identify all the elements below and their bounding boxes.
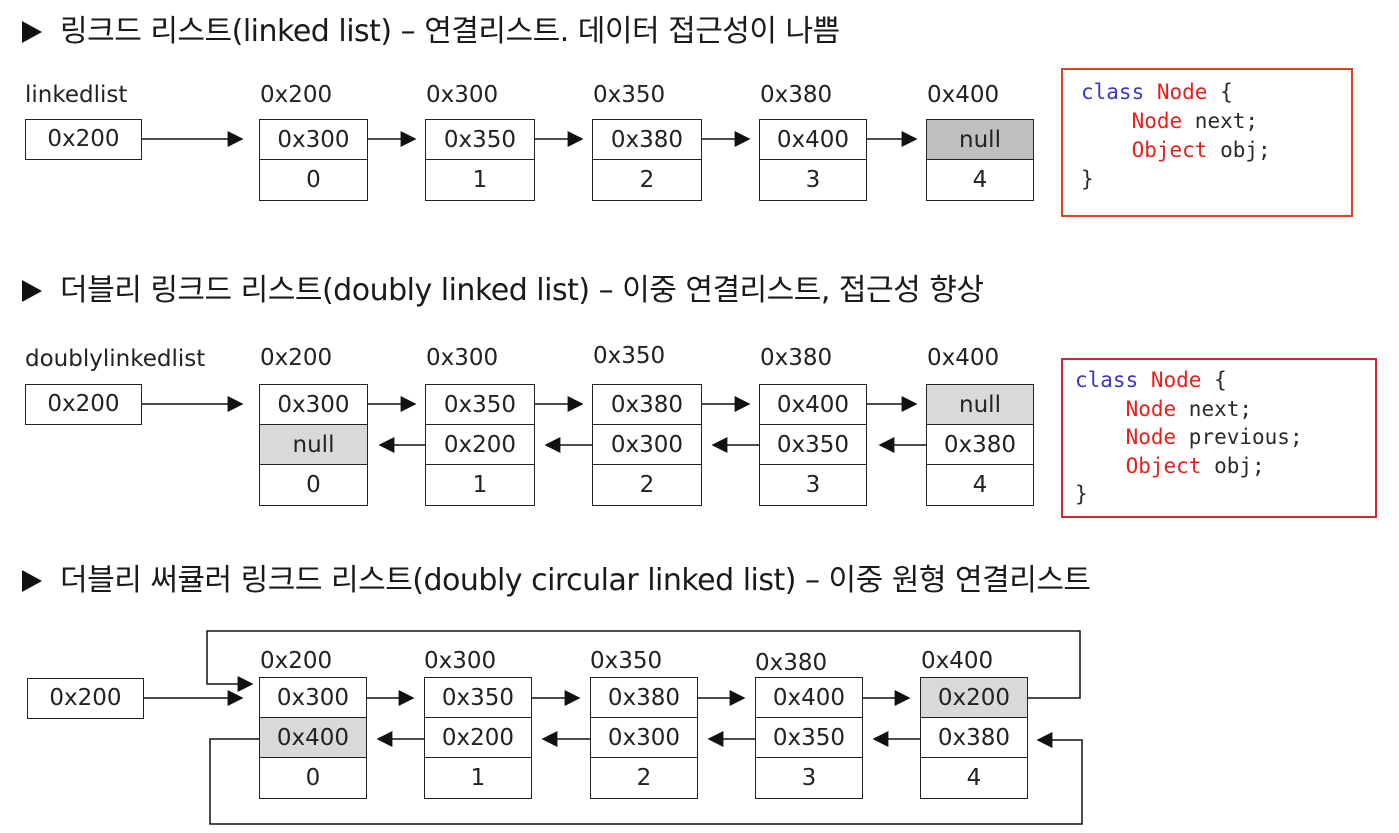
wrap-prev-arrow: [209, 732, 1083, 825]
node-index-cell: 4: [926, 159, 1034, 201]
linkedlist-head-pointer: 0x200: [25, 119, 142, 160]
node-next-cell: 0x400: [759, 119, 867, 161]
node-next-cell: 0x300: [259, 677, 367, 719]
node-prev-cell: 0x300: [590, 717, 698, 759]
node-address: 0x350: [593, 343, 666, 369]
node-index-cell: 3: [759, 159, 867, 201]
node-address: 0x350: [593, 82, 666, 108]
node-address: 0x300: [426, 345, 499, 371]
node-prev-cell: 0x380: [926, 424, 1034, 466]
doublylinkedlist-label: doublylinkedlist: [25, 346, 206, 372]
node-next-cell: 0x350: [425, 384, 535, 426]
node-index-cell: 2: [592, 464, 702, 506]
node-next-cell: 0x380: [590, 677, 698, 719]
node-index-cell: 0: [259, 464, 368, 506]
node-address: 0x200: [260, 648, 333, 674]
node-prev-cell: 0x350: [759, 424, 867, 466]
node-address: 0x380: [755, 650, 828, 676]
node-prev-cell: 0x300: [592, 424, 702, 466]
node-address: 0x400: [927, 82, 1000, 108]
node-address: 0x300: [424, 648, 497, 674]
node-address: 0x380: [760, 345, 833, 371]
node-next-cell: 0x300: [259, 384, 368, 426]
section-3-heading: 더블리 써큘러 링크드 리스트(doubly circular linked l…: [22, 563, 1091, 599]
node-address: 0x380: [760, 82, 833, 108]
bullet-triangle-icon: [22, 280, 42, 302]
node-next-cell: 0x350: [425, 119, 535, 161]
node-address: 0x400: [927, 345, 1000, 371]
node-index-cell: 0: [259, 159, 368, 201]
node-index-cell: 3: [755, 757, 863, 799]
node-next-null-cell: null: [926, 384, 1034, 426]
bullet-triangle-icon: [22, 21, 42, 43]
node-index-cell: 1: [425, 159, 535, 201]
node-next-cell: 0x400: [755, 677, 863, 719]
node-index-cell: 2: [590, 757, 698, 799]
node-class-code-box: class Node { Node next; Object obj; }: [1061, 68, 1353, 217]
node-index-cell: 1: [424, 757, 532, 799]
section-2-heading: 더블리 링크드 리스트(doubly linked list) – 이중 연결리…: [22, 273, 984, 309]
node-prev-null-cell: null: [259, 424, 368, 466]
node-prev-cell: 0x350: [755, 717, 863, 759]
node-address: 0x300: [426, 82, 499, 108]
node-next-cell: 0x300: [259, 119, 368, 161]
node-index-cell: 1: [425, 464, 535, 506]
node-index-cell: 3: [759, 464, 867, 506]
node-index-cell: 0: [259, 757, 367, 799]
node-next-cell: 0x400: [759, 384, 867, 426]
wrap-next-arrow: [206, 630, 1081, 699]
node-address: 0x400: [921, 648, 994, 674]
doubly-node-class-code-box: class Node { Node next; Node previous; O…: [1061, 358, 1377, 518]
node-prev-cell: 0x380: [920, 717, 1028, 759]
doublylinkedlist-head-pointer: 0x200: [25, 384, 142, 425]
linkedlist-label: linkedlist: [25, 82, 128, 108]
node-next-wrap-cell: 0x200: [920, 677, 1028, 719]
node-prev-wrap-cell: 0x400: [259, 717, 367, 759]
node-index-cell: 4: [926, 464, 1034, 506]
node-next-null-cell: null: [926, 119, 1034, 161]
node-address: 0x350: [590, 648, 663, 674]
section-1-heading: 링크드 리스트(linked list) – 연결리스트. 데이터 접근성이 나…: [22, 14, 840, 50]
node-address: 0x200: [260, 82, 333, 108]
bullet-triangle-icon: [22, 570, 42, 592]
node-index-cell: 4: [920, 757, 1028, 799]
node-next-cell: 0x380: [592, 119, 702, 161]
node-next-cell: 0x380: [592, 384, 702, 426]
node-address: 0x200: [260, 345, 333, 371]
node-index-cell: 2: [592, 159, 702, 201]
circular-head-pointer: 0x200: [27, 678, 144, 719]
